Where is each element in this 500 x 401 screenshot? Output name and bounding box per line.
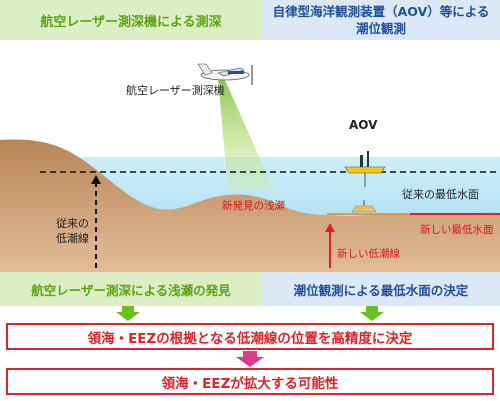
aov-icon [344,151,386,187]
header-right-line1: 自律型海洋観測装置（AOV）等による [272,4,490,19]
conclusion-arrow [236,351,264,367]
arrow-left [116,306,140,321]
finding-arrows [116,306,384,321]
seabed [0,139,500,272]
conclusion-secondary: 領海・EEZが拡大する可能性 [6,368,494,395]
old-lowest-water-label: 従来の最低水面 [402,188,479,201]
arrow-right [360,306,384,321]
finding-right: 潮位観測による最低水面の決定 [262,272,500,306]
conclusion-primary: 領海・EEZの根拠となる低潮線の位置を高精度に決定 [6,323,494,350]
aircraft-icon [197,63,253,85]
new-shoal-label: 新発見の浅瀬 [222,200,285,212]
old-low-tide-label: 従来の 低潮線 [56,217,89,245]
aov-label: AOV [349,118,378,132]
new-low-tide-label: 新しい低潮線 [337,248,400,260]
aircraft-label: 航空レーザー測深機 [126,84,225,97]
new-lowest-water-label: 新しい最低水面 [420,224,494,236]
laser-beam [218,78,274,190]
seabed-diagram [0,63,500,272]
header-right-line2: 潮位観測 [355,21,406,36]
header-right-title: 自律型海洋観測装置（AOV）等による 潮位観測 [262,0,500,40]
header-left-title: 航空レーザー測深機による測深 [0,0,262,40]
seabed-instrument-icon [351,200,377,213]
finding-left: 航空レーザー測深による浅瀬の発見 [0,272,262,306]
